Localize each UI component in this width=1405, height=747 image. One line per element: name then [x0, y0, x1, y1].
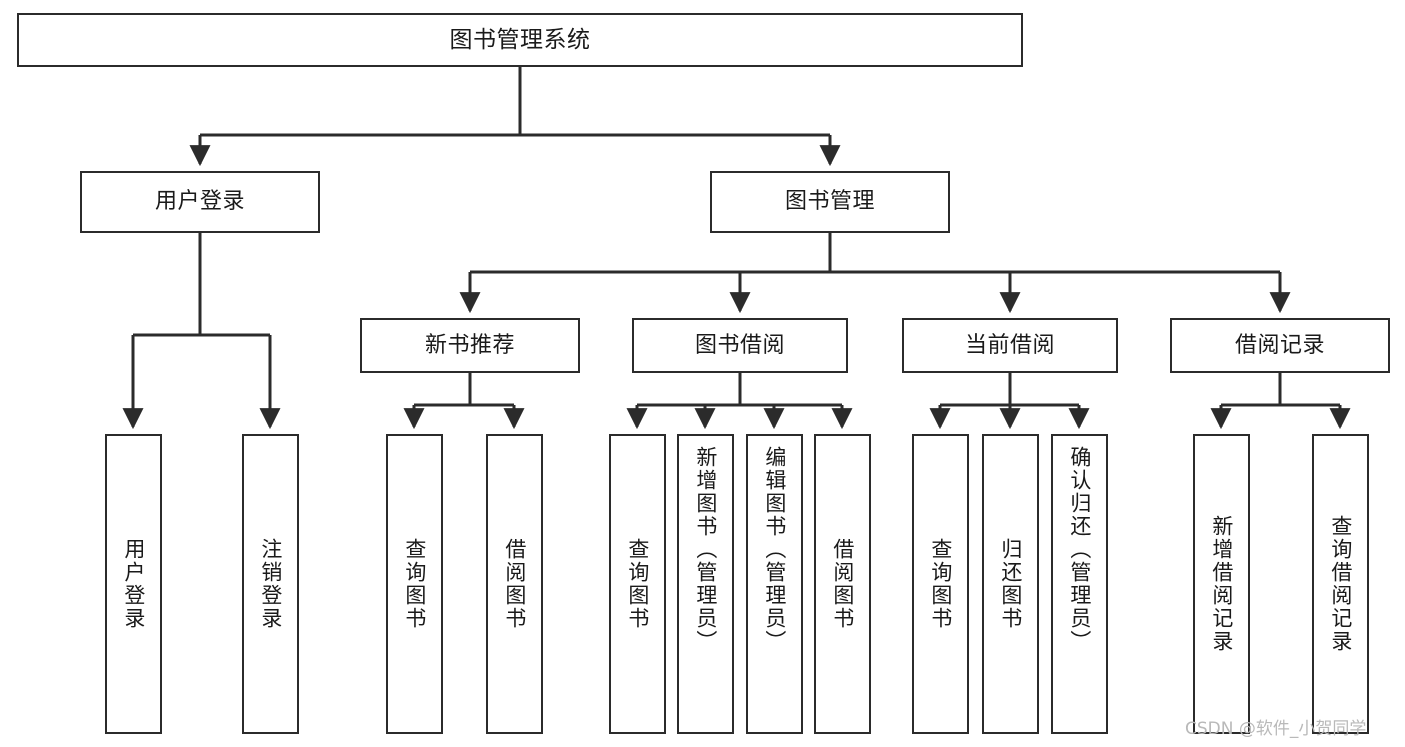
node-label: 查询图书: [928, 538, 953, 630]
leaf-user-login-login[interactable]: 用户登录: [105, 434, 162, 734]
leaf-borrow-record-add[interactable]: 新增借阅记录: [1193, 434, 1250, 734]
node-label: 归还图书: [998, 538, 1023, 630]
node-label: 查询图书: [625, 538, 650, 630]
node-label: 确认归还（管理员）: [1067, 446, 1092, 653]
node-root-book-management-system[interactable]: 图书管理系统: [17, 13, 1023, 67]
node-label: 借阅图书: [830, 538, 855, 630]
node-label: 图书管理: [784, 189, 875, 214]
node-current-borrow[interactable]: 当前借阅: [902, 318, 1118, 373]
node-label: 图书管理系统: [449, 26, 591, 53]
node-label: 用户登录: [121, 538, 146, 630]
node-label: 新增借阅记录: [1209, 515, 1234, 653]
node-label: 借阅图书: [502, 538, 527, 630]
leaf-current-borrow-return[interactable]: 归还图书: [982, 434, 1039, 734]
leaf-book-borrow-edit-admin[interactable]: 编辑图书（管理员）: [746, 434, 803, 734]
leaf-new-book-query[interactable]: 查询图书: [386, 434, 443, 734]
node-book-management[interactable]: 图书管理: [710, 171, 950, 233]
node-label: 借阅记录: [1234, 332, 1325, 358]
node-label: 注销登录: [258, 538, 283, 630]
node-label: 新增图书（管理员）: [693, 446, 718, 653]
leaf-borrow-record-query[interactable]: 查询借阅记录: [1312, 434, 1369, 734]
node-label: 用户登录: [154, 189, 245, 214]
node-label: 图书借阅: [694, 332, 785, 358]
leaf-book-borrow-add-admin[interactable]: 新增图书（管理员）: [677, 434, 734, 734]
leaf-new-book-borrow[interactable]: 借阅图书: [486, 434, 543, 734]
node-label: 编辑图书（管理员）: [762, 446, 787, 653]
leaf-current-borrow-confirm-admin[interactable]: 确认归还（管理员）: [1051, 434, 1108, 734]
leaf-current-borrow-query[interactable]: 查询图书: [912, 434, 969, 734]
node-label: 查询图书: [402, 538, 427, 630]
node-label: 查询借阅记录: [1328, 515, 1353, 653]
leaf-book-borrow-query[interactable]: 查询图书: [609, 434, 666, 734]
leaf-book-borrow-borrow[interactable]: 借阅图书: [814, 434, 871, 734]
node-user-login[interactable]: 用户登录: [80, 171, 320, 233]
node-book-borrow[interactable]: 图书借阅: [632, 318, 848, 373]
csdn-watermark: CSDN @软件_小贺同学: [1185, 719, 1367, 739]
leaf-user-login-logout[interactable]: 注销登录: [242, 434, 299, 734]
node-new-book-recommend[interactable]: 新书推荐: [360, 318, 580, 373]
node-label: 新书推荐: [424, 332, 515, 358]
node-label: 当前借阅: [964, 332, 1055, 358]
node-borrow-record[interactable]: 借阅记录: [1170, 318, 1390, 373]
